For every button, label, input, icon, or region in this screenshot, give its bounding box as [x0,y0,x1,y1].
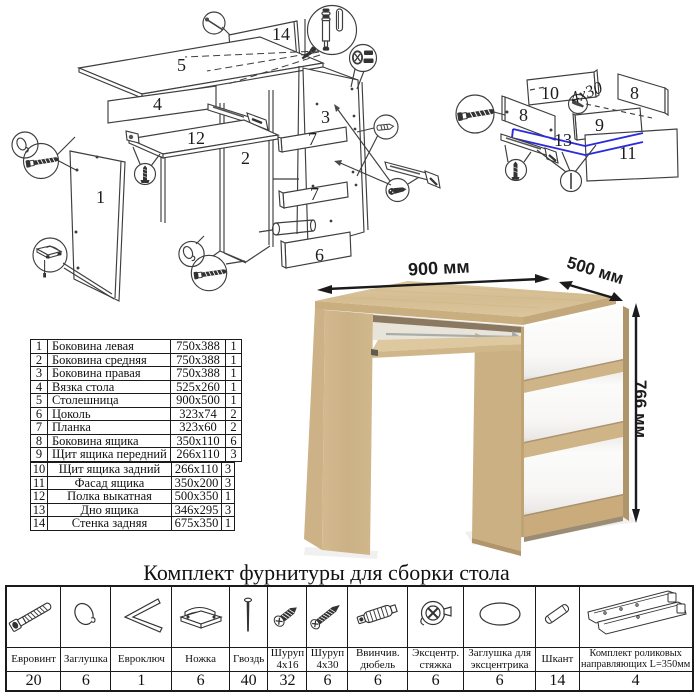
svg-text:8: 8 [630,83,639,103]
svg-text:9: 9 [595,115,604,135]
svg-text:14: 14 [272,24,290,44]
svg-text:11: 11 [619,143,636,163]
svg-text:10: 10 [541,83,559,103]
svg-text:3: 3 [321,107,330,127]
svg-text:7: 7 [308,129,317,149]
svg-text:4: 4 [153,94,162,114]
svg-text:6: 6 [315,245,324,265]
svg-text:8: 8 [519,105,528,125]
svg-text:2: 2 [241,148,250,168]
svg-text:5: 5 [177,55,186,75]
svg-text:13: 13 [554,130,572,150]
svg-text:1: 1 [96,187,105,207]
svg-text:7: 7 [310,184,319,204]
svg-text:12: 12 [187,128,205,148]
